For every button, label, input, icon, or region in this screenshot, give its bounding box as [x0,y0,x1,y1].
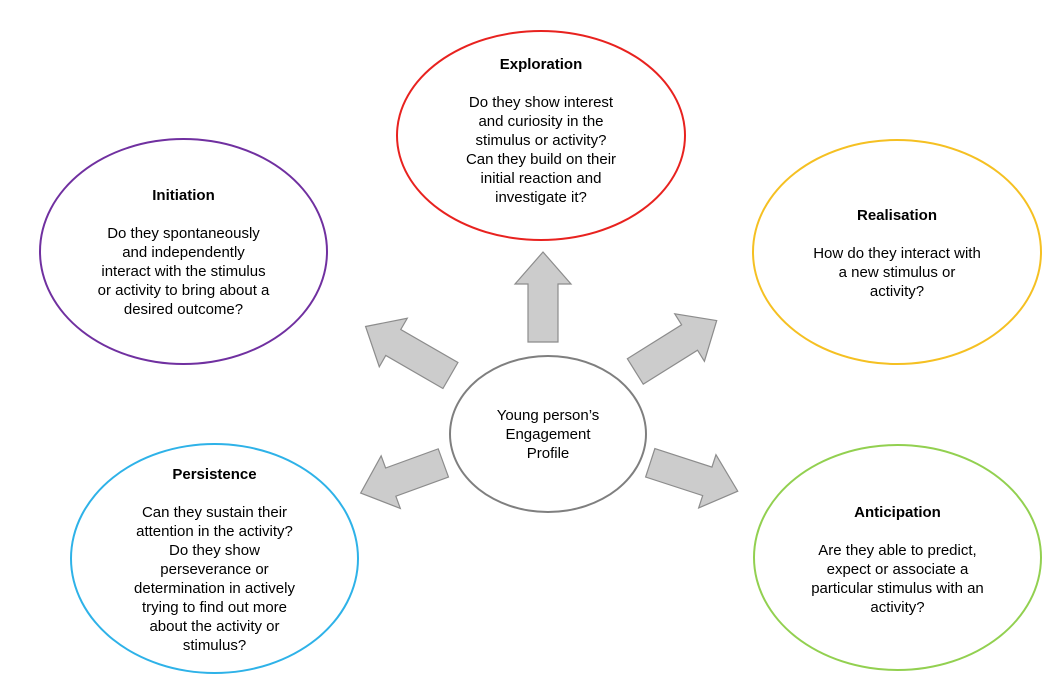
arrow-downright-anticipation [644,447,739,510]
center-node-label: Young person’s Engagement Profile [496,406,600,462]
persistence-title: Persistence [172,466,257,483]
realisation-title: Realisation [856,207,938,224]
arrow-upright-realisation [626,312,718,385]
anticipation-title: Anticipation [854,504,941,521]
arrow-upleft-initiation [364,317,459,390]
initiation-title: Initiation [152,187,215,204]
anticipation-text: Are they able to predict, expect or asso… [811,542,984,616]
initiation-node: Initiation Do they spontaneously and ind… [39,138,328,365]
persistence-text: Can they sustain their attention in the … [134,504,295,654]
exploration-text: Do they show interest and curiosity in t… [465,94,617,206]
arrow-up-exploration [513,251,573,343]
realisation-text: How do they interact with a new stimulus… [813,245,981,300]
exploration-node: Exploration Do they show interest and cu… [396,30,686,241]
realisation-node: Realisation How do they interact with a … [752,139,1042,365]
initiation-text: Do they spontaneously and independently … [97,225,270,318]
persistence-node: Persistence Can they sustain their atten… [70,443,359,674]
exploration-title: Exploration [499,56,583,73]
arrow-downleft-persistence [359,448,450,510]
center-node: Young person’s Engagement Profile [449,355,647,513]
anticipation-node: Anticipation Are they able to predict, e… [753,444,1042,671]
